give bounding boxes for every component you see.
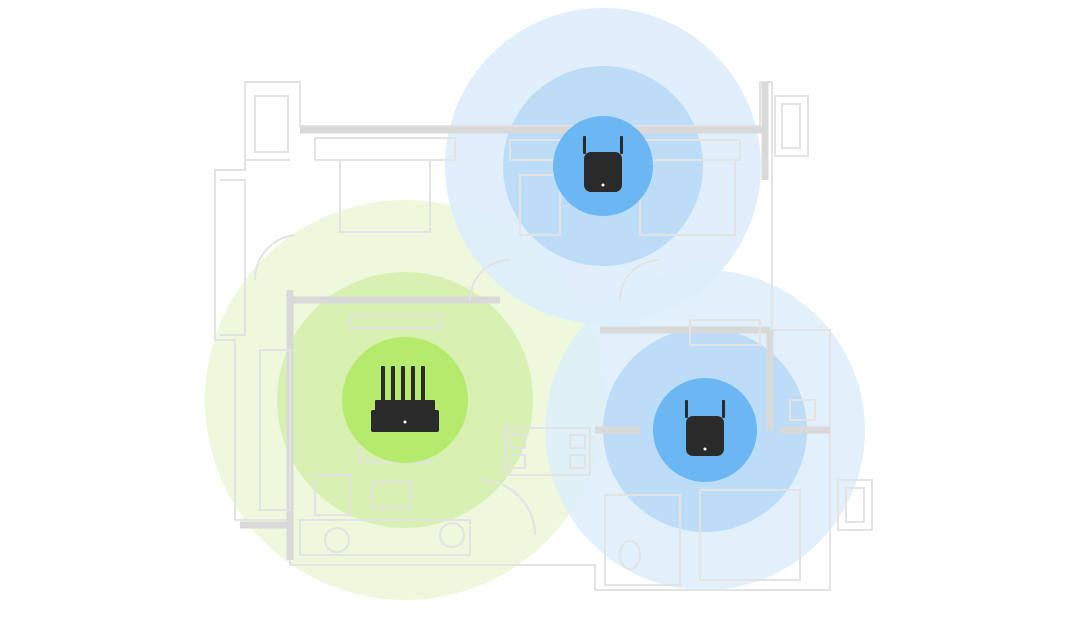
- floor-plan-right-window: [774, 95, 809, 157]
- floor-plan-left-closet: [220, 179, 291, 511]
- wifi-extender-icon: [685, 400, 725, 456]
- floor-plan-door-arcs: [253, 234, 661, 536]
- floor-plan-dining-table: [504, 427, 591, 476]
- floor-plan-outer-walls: [214, 81, 831, 591]
- floor-plan-bedroom-bottom-right: [689, 319, 816, 581]
- wifi-router-icon: [371, 366, 439, 432]
- floor-plan-kitchen: [299, 519, 471, 556]
- floor-plan-left-annex: [244, 90, 290, 161]
- floor-plan: [214, 81, 873, 591]
- floor-plan-bathroom: [604, 494, 681, 586]
- floor-plan-living-room: [314, 315, 441, 516]
- floor-plan-right-balcony: [837, 479, 873, 531]
- floor-plan-bedroom-top-left: [314, 137, 456, 233]
- wifi-extender-icon: [583, 136, 623, 192]
- floor-plan-bedroom-top-right: [509, 139, 741, 236]
